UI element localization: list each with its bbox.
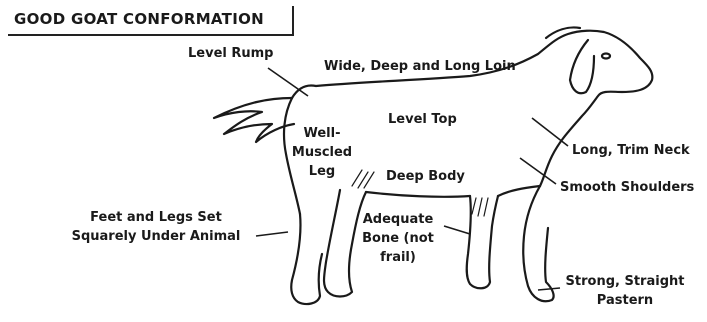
label-level-rump: Level Rump xyxy=(188,44,274,63)
leader-shoulders xyxy=(520,158,556,184)
pastern-line-1: Strong, Straight xyxy=(562,272,688,291)
leader-level-rump xyxy=(268,68,308,96)
leg-line-1: Well- xyxy=(288,124,356,143)
goat-front-leg-front xyxy=(523,186,553,301)
bone-line-2: Bone (not xyxy=(352,229,444,248)
label-loin: Wide, Deep and Long Loin xyxy=(324,57,516,76)
label-adequate-bone: Adequate Bone (not frail) xyxy=(352,210,444,267)
goat-chest xyxy=(498,186,540,196)
feet-line-1: Feet and Legs Set xyxy=(58,208,254,227)
label-well-muscled-leg: Well- Muscled Leg xyxy=(288,124,356,181)
pastern-line-2: Pastern xyxy=(562,291,688,310)
bone-line-1: Adequate xyxy=(352,210,444,229)
goat-hind-leg-rear xyxy=(291,214,322,304)
leader-bone xyxy=(444,226,470,234)
label-pastern: Strong, Straight Pastern xyxy=(562,272,688,310)
leader-feet xyxy=(256,232,288,236)
feet-line-2: Squarely Under Animal xyxy=(58,227,254,246)
leg-line-3: Leg xyxy=(288,162,356,181)
label-feet-and-legs: Feet and Legs Set Squarely Under Animal xyxy=(58,208,254,246)
label-deep-body: Deep Body xyxy=(386,167,465,186)
front-leg-shading xyxy=(472,198,488,216)
goat-front-leg-rear xyxy=(467,196,498,288)
label-neck: Long, Trim Neck xyxy=(572,141,690,160)
bone-line-3: frail) xyxy=(352,248,444,267)
goat-eye xyxy=(602,54,610,59)
label-level-top: Level Top xyxy=(388,110,457,129)
goat-tail xyxy=(214,98,294,142)
leader-neck xyxy=(532,118,568,146)
leader-pastern xyxy=(538,288,560,290)
goat-belly xyxy=(366,192,470,197)
leg-line-2: Muscled xyxy=(288,143,356,162)
label-shoulders: Smooth Shoulders xyxy=(560,178,694,197)
goat-ear xyxy=(570,40,594,93)
